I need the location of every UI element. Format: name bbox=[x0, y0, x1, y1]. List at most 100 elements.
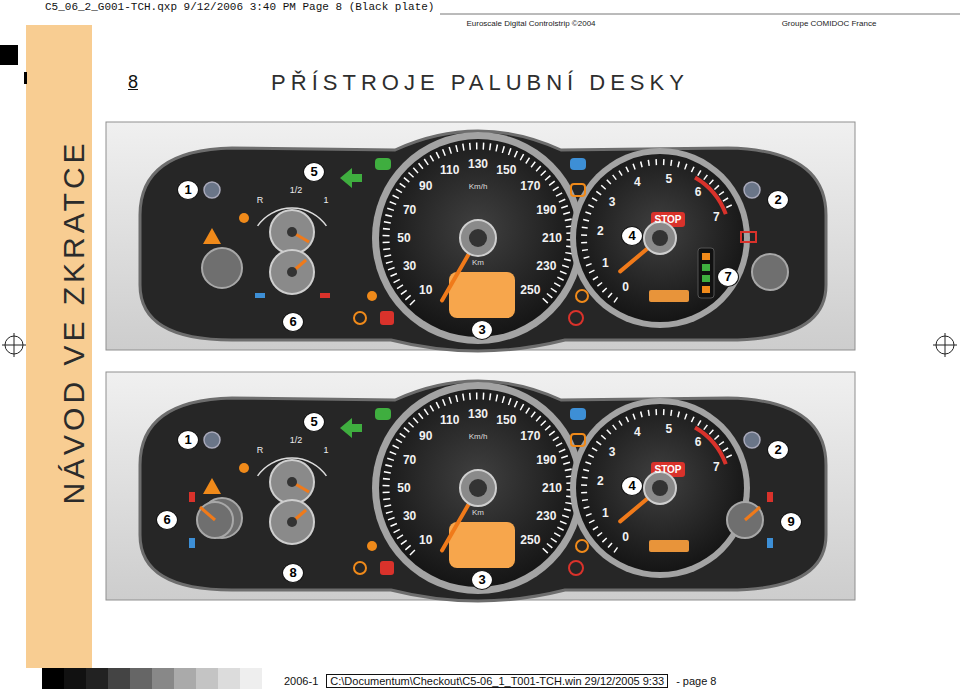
stop-warning: STOP bbox=[654, 215, 681, 225]
speed-scale: 210 bbox=[542, 482, 562, 494]
speed-scale: 10 bbox=[419, 284, 432, 296]
rpm-scale: 5 bbox=[666, 423, 673, 435]
speed-scale: 250 bbox=[520, 284, 540, 296]
color-strip bbox=[108, 668, 130, 689]
odometer-unit: Km bbox=[472, 259, 484, 267]
cluster-extras bbox=[197, 502, 233, 538]
callout-number: 6 bbox=[282, 312, 304, 332]
speed-scale: 90 bbox=[419, 180, 432, 192]
callout-number: 7 bbox=[717, 267, 739, 287]
registration-mark bbox=[945, 333, 946, 357]
speed-scale: 130 bbox=[468, 158, 488, 170]
callout-number: 8 bbox=[282, 563, 304, 583]
callout-number: 4 bbox=[621, 476, 643, 496]
rpm-scale: 1 bbox=[602, 507, 609, 519]
speed-scale: 170 bbox=[520, 180, 540, 192]
registration-mark bbox=[14, 333, 15, 357]
speed-scale: 150 bbox=[496, 414, 516, 426]
side-heading: NÁVOD VE ZKRATCE bbox=[59, 139, 89, 504]
callout-number: 9 bbox=[780, 512, 802, 532]
fuel-scale: 1 bbox=[323, 196, 328, 205]
print-info: Groupe COMIDOC France bbox=[782, 20, 877, 28]
callout-number: 2 bbox=[767, 440, 789, 460]
fuel-scale: R bbox=[257, 446, 264, 455]
cluster-extras bbox=[745, 507, 760, 520]
callout-number: 1 bbox=[177, 430, 199, 450]
crop-mark bbox=[0, 45, 18, 65]
cluster-extras bbox=[698, 248, 714, 298]
cluster-extras bbox=[741, 232, 756, 242]
callout-number: 4 bbox=[621, 226, 643, 246]
stop-warning: STOP bbox=[654, 465, 681, 475]
cluster-extras bbox=[767, 492, 773, 502]
page-title: PŘÍSTROJE PALUBNÍ DESKY bbox=[271, 70, 689, 96]
print-info: Euroscale Digital Controlstrip ©2004 bbox=[466, 20, 595, 28]
cluster-extras bbox=[189, 492, 773, 548]
rpm-scale: 3 bbox=[609, 196, 616, 208]
speed-unit: Km/h bbox=[469, 433, 488, 441]
rpm-scale: 6 bbox=[695, 436, 702, 448]
instrument-cluster bbox=[106, 372, 855, 601]
rpm-scale: 4 bbox=[634, 176, 641, 188]
footer-path: C:\Documentum\Checkout\C5-06_1_T001-TCH.… bbox=[326, 674, 668, 688]
rpm-scale: 4 bbox=[634, 426, 641, 438]
color-strip bbox=[42, 668, 64, 689]
cluster-extras bbox=[727, 502, 763, 538]
cluster-extras bbox=[200, 507, 215, 520]
cluster-extras bbox=[320, 293, 330, 298]
footer-page: - page 8 bbox=[676, 675, 716, 687]
rpm-scale: 0 bbox=[622, 531, 629, 543]
color-strip bbox=[64, 668, 86, 689]
callout-number: 2 bbox=[767, 190, 789, 210]
callout-number: 1 bbox=[177, 180, 199, 200]
color-strip bbox=[152, 668, 174, 689]
cluster-extras bbox=[189, 538, 195, 548]
speed-scale: 110 bbox=[440, 414, 459, 426]
cluster-extras bbox=[767, 538, 773, 548]
crop-mark bbox=[24, 72, 27, 84]
cluster-extras bbox=[255, 232, 788, 298]
rpm-scale: 7 bbox=[713, 211, 720, 223]
speed-scale: 70 bbox=[403, 204, 416, 216]
instrument-cluster bbox=[106, 122, 855, 351]
speed-scale: 110 bbox=[440, 164, 459, 176]
print-header: C5_06_2_G001-TCH.qxp 9/12/2006 3:40 PM P… bbox=[45, 2, 434, 13]
cluster-extras bbox=[702, 264, 710, 271]
fuel-scale: 1/2 bbox=[290, 186, 303, 195]
print-footer: 2006-1 C:\Documentum\Checkout\C5-06_1_T00… bbox=[284, 674, 717, 688]
speed-scale: 250 bbox=[520, 534, 540, 546]
speed-scale: 210 bbox=[542, 232, 562, 244]
rpm-scale: 2 bbox=[597, 225, 604, 237]
rpm-scale: 1 bbox=[602, 257, 609, 269]
speed-scale: 50 bbox=[397, 232, 410, 244]
cluster-extras bbox=[702, 275, 710, 282]
footer-date: 2006-1 bbox=[284, 675, 318, 687]
callout-number: 6 bbox=[156, 510, 178, 530]
callout-number: 5 bbox=[303, 162, 325, 182]
fuel-scale: R bbox=[257, 196, 264, 205]
cluster-extras bbox=[255, 293, 265, 298]
color-strip bbox=[42, 668, 262, 689]
speed-scale: 170 bbox=[520, 430, 540, 442]
rpm-scale: 3 bbox=[609, 446, 616, 458]
speed-scale: 230 bbox=[536, 260, 556, 272]
speed-scale: 90 bbox=[419, 430, 432, 442]
speed-scale: 130 bbox=[468, 408, 488, 420]
rpm-scale: 5 bbox=[666, 173, 673, 185]
cluster-extras bbox=[702, 286, 710, 293]
rpm-scale: 6 bbox=[695, 186, 702, 198]
color-strip bbox=[240, 668, 262, 689]
header-rule bbox=[440, 14, 960, 15]
speed-scale: 30 bbox=[403, 510, 416, 522]
cluster-extras bbox=[752, 254, 788, 290]
color-strip bbox=[130, 668, 152, 689]
color-strip bbox=[174, 668, 196, 689]
fuel-scale: 1 bbox=[323, 446, 328, 455]
speed-scale: 30 bbox=[403, 260, 416, 272]
speed-scale: 50 bbox=[397, 482, 410, 494]
callout-number: 5 bbox=[303, 412, 325, 432]
speed-scale: 70 bbox=[403, 454, 416, 466]
rpm-scale: 0 bbox=[622, 281, 629, 293]
cluster-extras bbox=[189, 492, 195, 502]
side-band bbox=[26, 25, 92, 668]
